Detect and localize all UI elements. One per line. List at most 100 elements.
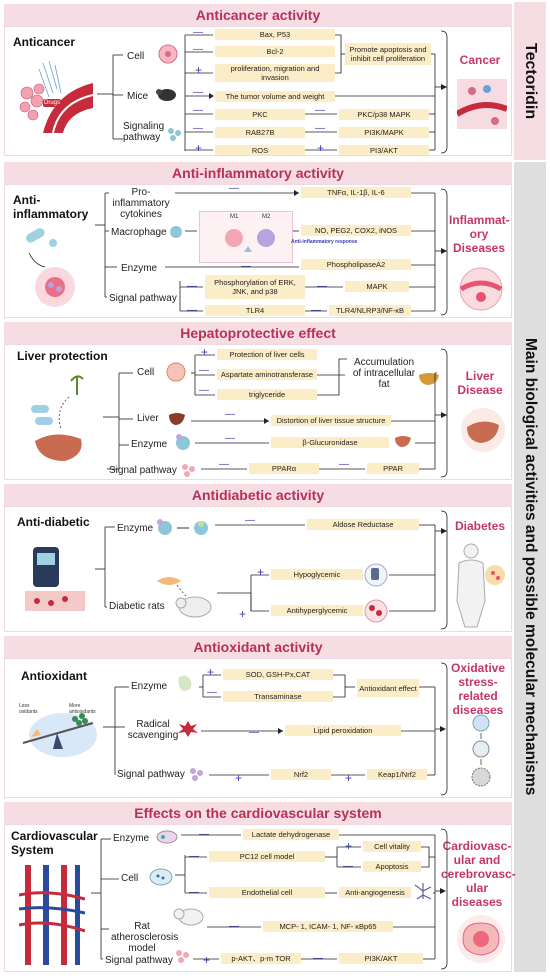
result-disease: Diabetes: [454, 519, 506, 533]
category-cytokines: Pro-inflammatory cytokines: [112, 187, 170, 220]
section-body: Anticancer Drugs Cell Mice Signaling pat…: [4, 26, 512, 156]
effect-box: The tumor volume and weight: [215, 91, 335, 102]
drugs-tag: Drugs: [44, 100, 61, 106]
minus-sign: —: [199, 365, 209, 376]
blood-vessels-illustration: [18, 865, 86, 970]
plus-sign: +: [207, 665, 215, 679]
category-macrophage: Macrophage: [111, 227, 167, 238]
minus-sign: —: [339, 459, 349, 470]
section-header: Effects on the cardiovascular system: [4, 802, 512, 824]
fatty-liver-icon: [417, 369, 441, 392]
main-label-anticancer: Anticancer: [13, 35, 76, 49]
main-label-liver: Liver protection: [17, 349, 108, 363]
signal-box: ROS: [215, 145, 305, 155]
liver-small-icon: [393, 433, 413, 454]
connector-lines: [95, 510, 448, 630]
plus-sign: +: [317, 141, 325, 155]
plus-sign: +: [235, 771, 243, 785]
plus-sign: +: [257, 565, 265, 579]
minus-sign: —: [207, 687, 217, 698]
pancreas-rat-icon: [155, 571, 215, 626]
pathway-box: PPAR: [367, 463, 419, 474]
connector-lines: [91, 828, 448, 970]
minus-sign: —: [317, 281, 327, 292]
effect-box: Promote apoptosis and inhibit cell proli…: [345, 43, 431, 65]
category-signal: Signal pathway: [105, 955, 173, 966]
minus-sign: —: [229, 921, 239, 932]
pathway-box: PI3K/AKT: [339, 953, 423, 964]
plus-sign: +: [203, 953, 211, 967]
receptor-icon: [175, 949, 191, 968]
minus-sign: —: [241, 261, 251, 272]
section-body: Anti-diabetic Enzyme Diabetic rats Aldos…: [4, 506, 512, 632]
side-banner-main: Main biological activities and possible …: [514, 162, 546, 972]
minus-sign: —: [193, 87, 203, 98]
receptor-icon: [189, 767, 205, 786]
minus-sign: —: [189, 887, 199, 898]
mouse-icon: [155, 85, 177, 108]
connector-lines: [97, 30, 448, 154]
effect-box: Apoptosis: [363, 861, 421, 872]
side-banner-tectoridin: Tectoridin: [514, 2, 546, 160]
section-title: Anti-inflammatory activity: [172, 165, 344, 181]
category-cell: Cell: [137, 367, 155, 378]
minus-sign: —: [193, 105, 203, 116]
side-title-tectoridin: Tectoridin: [522, 42, 539, 120]
section-anticancer: Anticancer activity Anticancer Drugs Cel…: [4, 4, 512, 156]
section-hepatoprotective: Hepatoprotective effect Liver protection…: [4, 322, 512, 480]
category-liver: Liver: [137, 413, 159, 424]
antiinflammatory-response-label: Anti-inflammatory response: [291, 239, 358, 245]
target-box: NO, PEG2, COX2, iNOS: [301, 225, 411, 236]
tumor-blood-vessel-illustration: Drugs: [13, 53, 94, 134]
target-box: Bcl-2: [215, 46, 335, 57]
effect-box: β-Glucuronidase: [271, 437, 389, 448]
minus-sign: —: [189, 851, 199, 862]
effect-box: Antioxidant effect: [357, 679, 419, 697]
section-header: Antidiabetic activity: [4, 484, 512, 506]
target-box: Hypoglycemic: [271, 569, 363, 580]
connector-lines: [28, 188, 448, 316]
pathway-box: PKC/p38 MAPK: [339, 109, 429, 120]
petri-dish-icon: [149, 867, 173, 892]
section-title: Anticancer activity: [195, 7, 321, 23]
target-box: Aldose Reductase: [307, 519, 419, 530]
main-label-antidiabetic: Anti-diabetic: [17, 515, 90, 529]
minus-sign: —: [225, 433, 235, 444]
signal-box: p-AKT、p-m TOR: [221, 953, 301, 964]
section-header: Hepatoprotective effect: [4, 322, 512, 344]
minus-sign: —: [225, 409, 235, 420]
m2-label: M2: [262, 214, 271, 220]
inflammation-cell-icon: [33, 265, 77, 314]
category-enzyme: Enzyme: [131, 681, 168, 692]
plus-sign: +: [195, 63, 203, 77]
category-enzyme: Enzyme: [117, 523, 154, 534]
glucose-test-icon: [363, 563, 389, 592]
minus-sign: —: [315, 123, 325, 134]
target-box: Endothelial cell: [209, 887, 325, 898]
target-box: PC12 cell model: [209, 851, 325, 862]
plus-sign: +: [345, 771, 353, 785]
plus-sign: +: [195, 141, 203, 155]
connector-lines: [103, 662, 448, 796]
cell-damage-icons: [465, 713, 497, 802]
pathway-box: PI3K/MAPK: [339, 127, 429, 138]
category-radical: Radical scavenging: [127, 719, 179, 741]
target-box: proliferation, migration and invasion: [215, 64, 335, 82]
target-box: triglyceride: [217, 389, 317, 400]
result-disease: Cardiovasc-ular and cerebrovasc-ular dis…: [441, 839, 516, 909]
main-label-antioxidant: Antioxidant: [21, 669, 87, 683]
blood-cells-icon: [363, 599, 389, 628]
target-box: Protection of liver cells: [217, 349, 317, 360]
minus-sign: —: [193, 123, 203, 134]
signal-box: PKC: [215, 109, 305, 120]
connector-lines: [103, 348, 448, 478]
target-box: Aspartate aminotransferase: [217, 369, 317, 380]
effect-box: Anti-angiogenesis: [339, 887, 411, 898]
liver-disease-icon: [459, 405, 507, 460]
pathway-box: PI3/AKT: [339, 145, 429, 155]
section-title: Effects on the cardiovascular system: [134, 805, 382, 821]
section-header: Anti-inflammatory activity: [4, 162, 512, 184]
section-header: Antioxidant activity: [4, 636, 512, 658]
target-box: Transaminase: [223, 691, 333, 702]
plus-sign: +: [201, 345, 209, 359]
